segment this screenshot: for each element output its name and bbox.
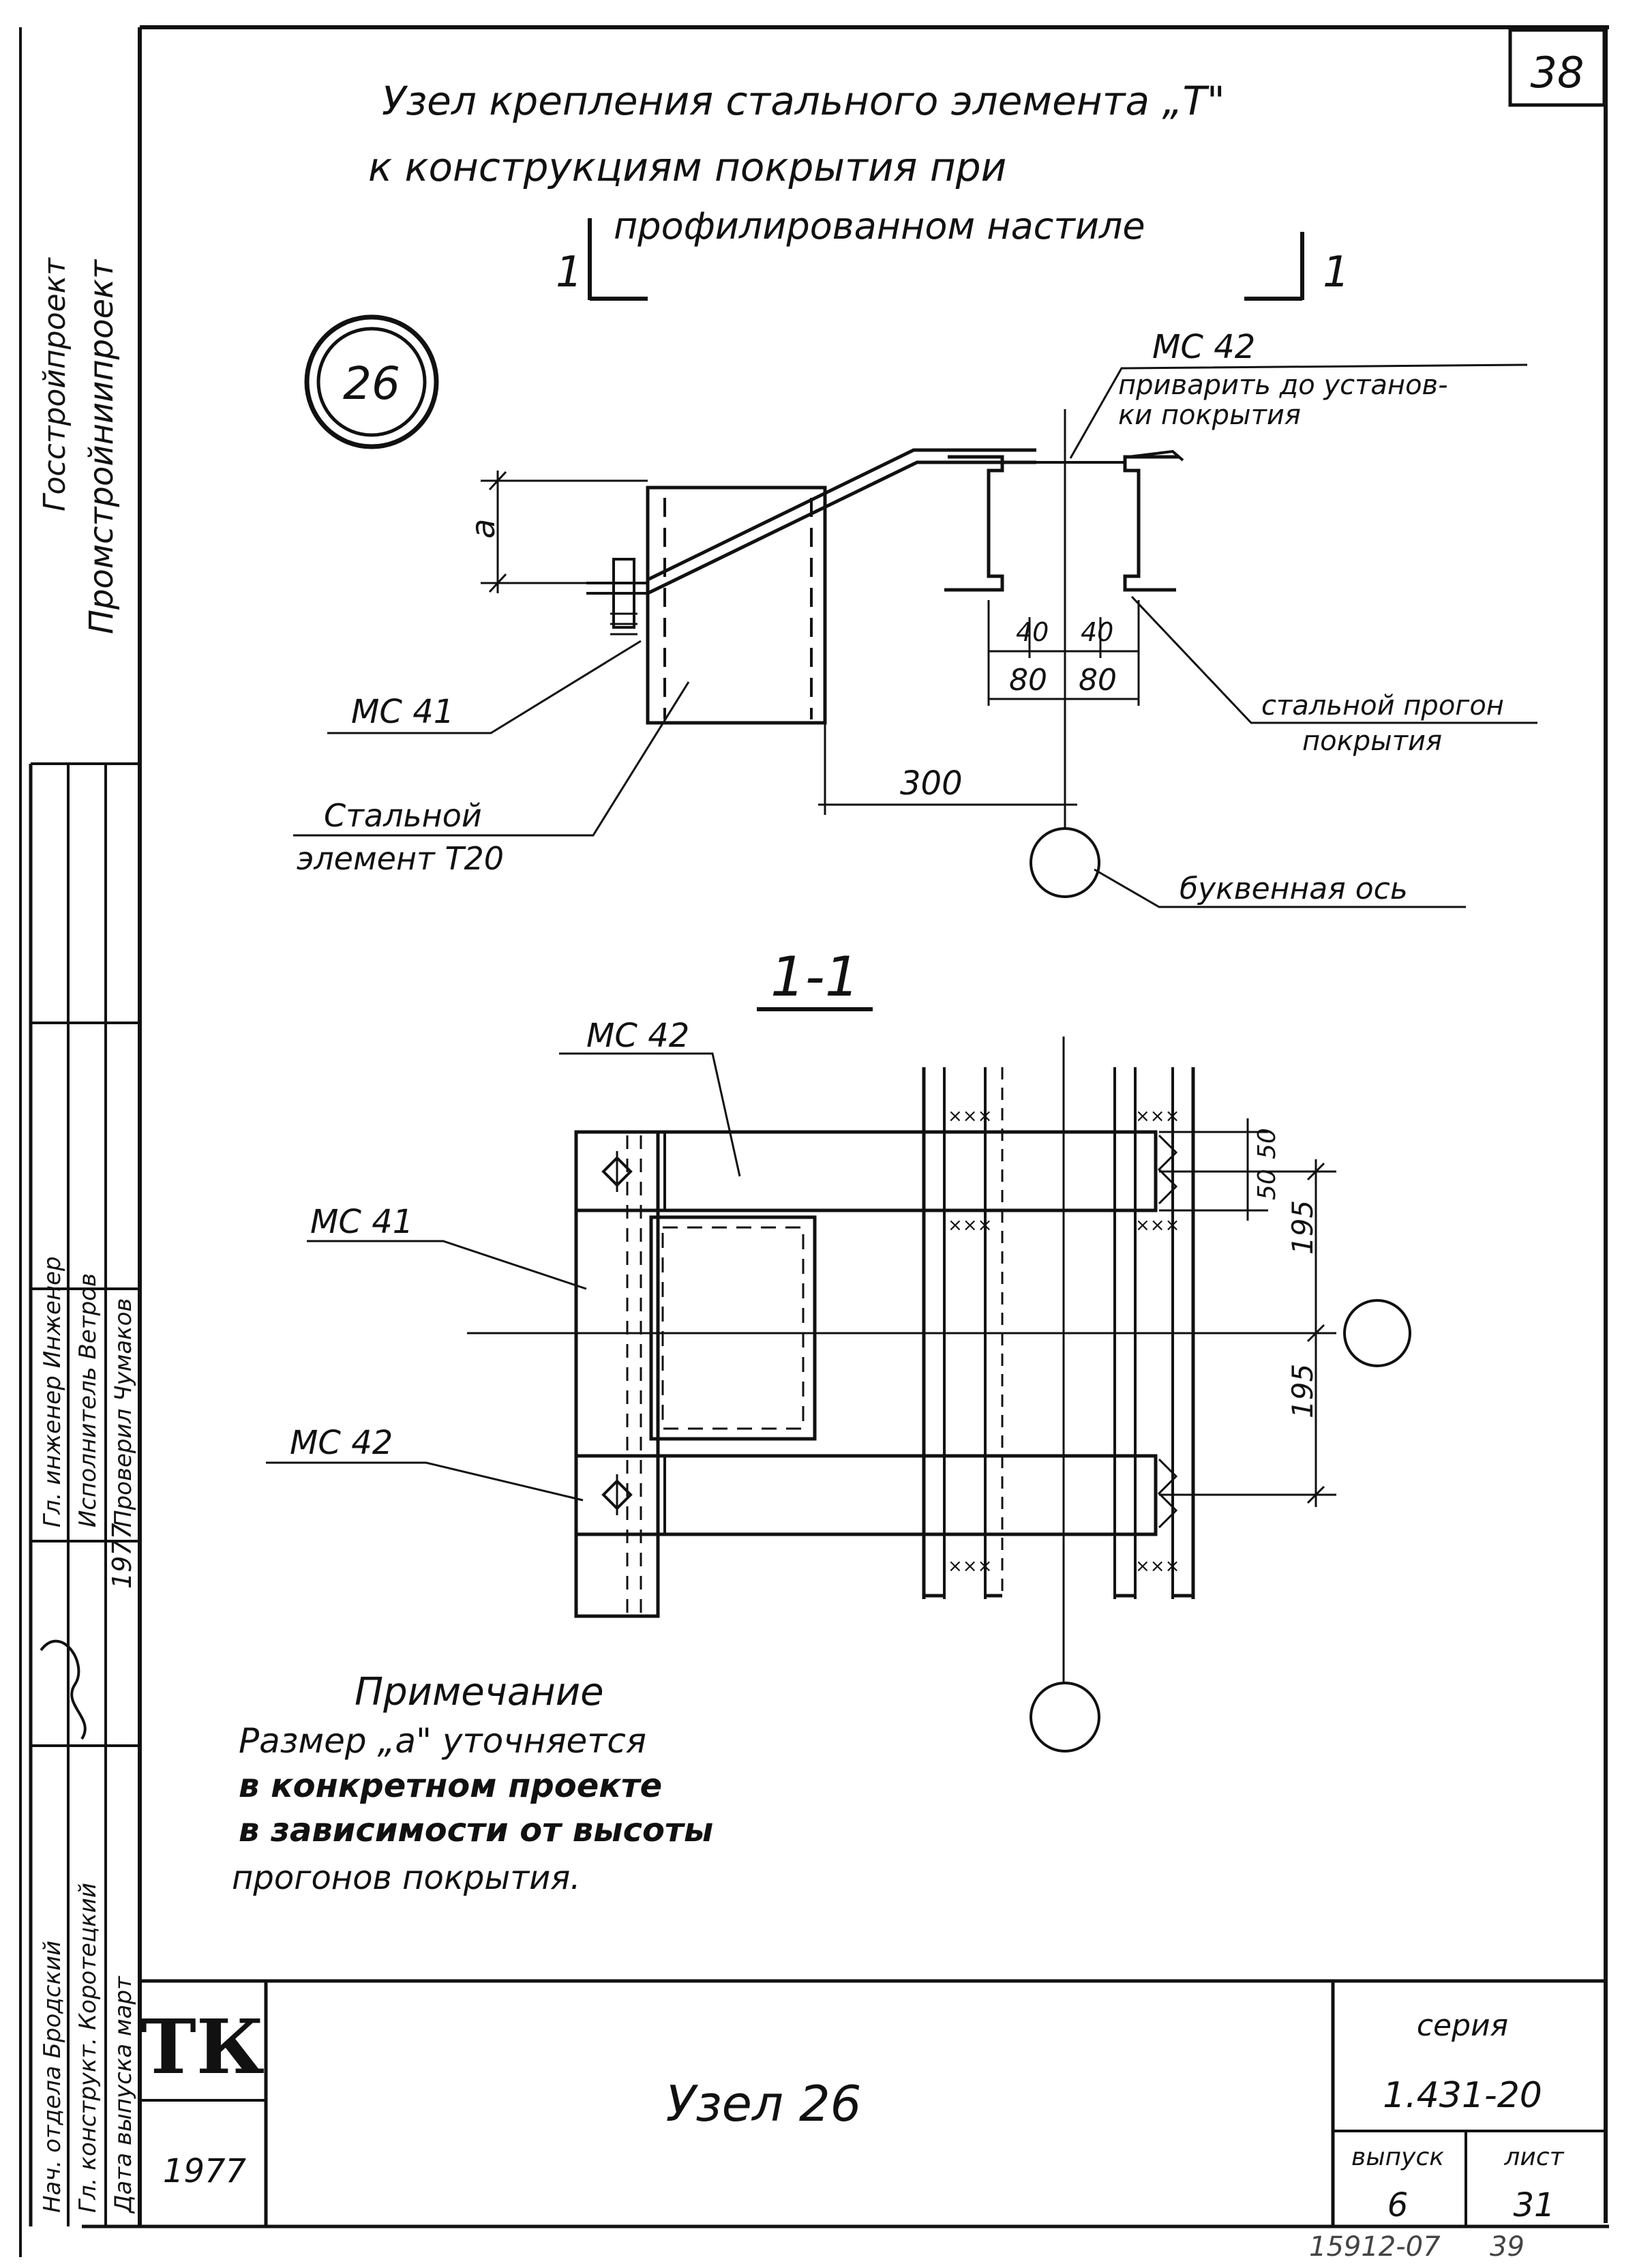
dim-80-left: 80 bbox=[1009, 663, 1047, 698]
label-mc41-plan: МС 41 bbox=[351, 693, 454, 731]
sheet-value: 31 bbox=[1513, 2186, 1555, 2224]
dim-50-a: 50 bbox=[1253, 1128, 1281, 1159]
title-block: ТК 1977 Узел 26 серия 1.431-20 выпуск ли… bbox=[140, 1979, 1606, 2226]
dim-80-right: 80 bbox=[1079, 663, 1117, 698]
label-element-line2: элемент Т20 bbox=[297, 840, 504, 877]
label-element-line1: Стальной bbox=[324, 797, 482, 834]
section-1-1: 1-1 bbox=[266, 945, 1411, 1753]
axis-bubble-plan bbox=[1030, 827, 1100, 898]
sheet-frame bbox=[19, 25, 1609, 2257]
section-mark-right: 1 bbox=[1323, 247, 1349, 297]
drawing-name: Узел 26 bbox=[666, 2075, 862, 2132]
section-cut-marks: 1 1 bbox=[556, 218, 1349, 301]
label-mc42-top: МС 42 bbox=[586, 1017, 689, 1055]
left-margin-stamp: Госстройпроект Промстройниипроект Нач. о… bbox=[31, 257, 140, 2226]
tk-logo: ТК bbox=[140, 2003, 265, 2091]
footer-page: 39 bbox=[1490, 2231, 1525, 2263]
svg-text:×××: ××× bbox=[1135, 1106, 1180, 1127]
org-line-2: Промстройниипроект bbox=[82, 258, 121, 634]
issue-label: выпуск bbox=[1351, 2143, 1444, 2171]
strap-mc42 bbox=[646, 448, 1036, 582]
stamp-row-6: Проверил Чумаков bbox=[110, 1298, 137, 1527]
note-mc42-line1: приварить до установ- bbox=[1118, 370, 1448, 401]
svg-text:×××: ××× bbox=[948, 1106, 992, 1127]
svg-text:×××: ××× bbox=[1135, 1215, 1180, 1236]
stamp-row-4: Гл. инженер Инженер bbox=[39, 1256, 66, 1527]
signature bbox=[40, 1639, 87, 1740]
purlin-right bbox=[1123, 455, 1180, 592]
org-line-1: Госстройпроект bbox=[37, 257, 72, 511]
note-mc42-line2: ки покрытия bbox=[1118, 400, 1301, 431]
node-badge: 26 bbox=[304, 314, 439, 449]
stamp-row-2: Гл. конструкт. Коротецкий bbox=[74, 1883, 102, 2213]
dim-a: а bbox=[464, 519, 502, 539]
note-line-3: в зависимости от высоты bbox=[239, 1811, 713, 1849]
axis-bubble-right bbox=[1343, 1299, 1411, 1367]
svg-text:×××: ××× bbox=[948, 1556, 992, 1577]
issue-value: 6 bbox=[1387, 2186, 1409, 2224]
note-line-2: в конкретном проекте bbox=[239, 1767, 662, 1805]
title-line-2: к конструкциям покрытия при bbox=[368, 144, 1006, 190]
stamp-row-3: Дата выпуска март bbox=[110, 1976, 137, 2214]
label-mc42-plan: МС 42 bbox=[1152, 328, 1255, 366]
series-value: 1.431-20 bbox=[1383, 2075, 1542, 2116]
title-line-1: Узел крепления стального элемента „Т" bbox=[382, 78, 1225, 124]
dim-40-right: 40 bbox=[1081, 617, 1113, 647]
dim-40-left: 40 bbox=[1016, 617, 1049, 647]
drawing-title: Узел крепления стального элемента „Т" к … bbox=[368, 78, 1225, 248]
dim-50-b: 50 bbox=[1253, 1169, 1281, 1200]
steel-element-t20 bbox=[646, 486, 827, 725]
sheet-number-box: 38 bbox=[1508, 28, 1606, 107]
node-badge-number: 26 bbox=[343, 357, 400, 410]
dim-195-top: 195 bbox=[1286, 1200, 1319, 1255]
sheet-number: 38 bbox=[1531, 48, 1585, 98]
label-purlin-line2: покрытия bbox=[1302, 726, 1442, 757]
svg-text:×××: ××× bbox=[948, 1215, 992, 1236]
stamp-year: 1977 bbox=[107, 1523, 137, 1589]
plan-view: а 40 40 80 80 300 МС 42 приварить до уст… bbox=[293, 328, 1537, 908]
svg-text:×××: ××× bbox=[1135, 1556, 1180, 1577]
dim-195-bottom: 195 bbox=[1286, 1364, 1319, 1418]
stamp-row-1: Нач. отдела Бродский bbox=[39, 1941, 66, 2213]
footer: 15912-07 39 bbox=[1309, 2231, 1525, 2263]
note-line-1: Размер „а" уточняется bbox=[239, 1721, 646, 1761]
plate-mc41-section bbox=[574, 1130, 660, 1618]
title-block-year: 1977 bbox=[163, 2152, 247, 2190]
sheet-label: лист bbox=[1503, 2143, 1564, 2171]
section-mark-left: 1 bbox=[556, 247, 582, 297]
archive-number: 15912-07 bbox=[1309, 2231, 1441, 2263]
label-purlin-line1: стальной прогон bbox=[1261, 690, 1504, 721]
title-line-3: профилированном настиле bbox=[614, 205, 1145, 248]
strap-mc42-bottom bbox=[574, 1454, 1158, 1536]
weld-marks: ××× ××× ××× ××× ××× ××× bbox=[948, 1106, 1180, 1577]
note-line-4: прогонов покрытия. bbox=[232, 1859, 581, 1897]
section-title: 1-1 bbox=[770, 945, 860, 1009]
label-axis: буквенная ось bbox=[1180, 871, 1408, 906]
note-heading: Примечание bbox=[355, 1670, 604, 1714]
dim-300: 300 bbox=[900, 764, 963, 803]
strap-mc42-top bbox=[574, 1130, 1158, 1212]
label-mc41-section: МС 41 bbox=[310, 1203, 413, 1241]
note-block: Примечание Размер „а" уточняется в конкр… bbox=[232, 1670, 713, 1897]
series-label: серия bbox=[1417, 2008, 1508, 2043]
axis-bubble-bottom bbox=[1030, 1682, 1100, 1753]
label-mc42-bottom: МС 42 bbox=[290, 1424, 393, 1462]
purlin-left bbox=[944, 455, 1004, 592]
stamp-row-5: Исполнитель Ветров bbox=[74, 1273, 102, 1527]
